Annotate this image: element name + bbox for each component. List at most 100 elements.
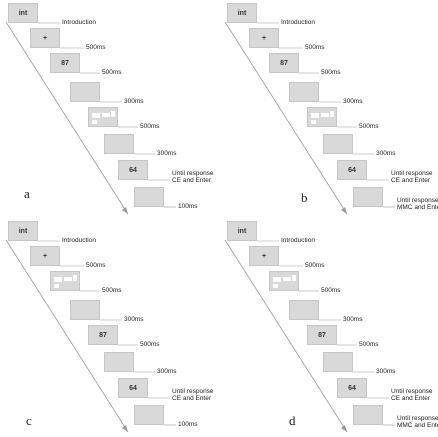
time-arrowhead xyxy=(341,207,347,214)
duration-line: 300ms xyxy=(124,316,144,323)
stimulus-screen xyxy=(323,352,353,372)
duration-label: 500ms xyxy=(86,44,106,51)
stimulus-screen: int xyxy=(227,221,257,241)
stimulus-screen xyxy=(104,352,134,372)
array-square xyxy=(283,277,291,281)
stimulus-text: 87 xyxy=(61,59,69,67)
duration-line: 500ms xyxy=(305,44,325,51)
stimulus-text: 87 xyxy=(99,331,107,339)
time-arrowhead xyxy=(341,425,347,432)
array-square xyxy=(292,275,296,281)
array-square xyxy=(273,284,278,288)
duration-label: 300ms xyxy=(124,316,144,323)
stimulus-screen: + xyxy=(249,28,279,48)
stimulus-text: + xyxy=(261,252,267,260)
duration-label: 300ms xyxy=(157,368,177,375)
duration-line: CE and Enter xyxy=(172,395,212,402)
duration-label: 500ms xyxy=(321,69,341,76)
stimulus-screen xyxy=(289,82,319,102)
stimulus-screen xyxy=(70,300,100,320)
stimulus-text: 87 xyxy=(280,59,288,67)
array-square xyxy=(321,113,329,117)
duration-label: 300ms xyxy=(376,150,396,157)
stimulus-screen xyxy=(104,134,134,154)
duration-line: MMC and Enter xyxy=(397,422,438,429)
duration-line: MMC and Enter xyxy=(397,204,438,211)
array-square xyxy=(102,113,110,117)
stimulus-screen xyxy=(88,107,118,127)
duration-line: 500ms xyxy=(321,69,341,76)
stimulus-text: + xyxy=(42,252,48,260)
duration-line: Until response xyxy=(391,170,433,177)
stimulus-screen: 87 xyxy=(88,325,118,345)
stimulus-screen: + xyxy=(249,246,279,266)
stimulus-screen: int xyxy=(8,3,38,23)
stimulus-text: 64 xyxy=(129,166,137,174)
array-square xyxy=(92,120,97,124)
duration-label: 500ms xyxy=(86,262,106,269)
panel-label: a xyxy=(24,186,30,201)
stimulus-screen xyxy=(134,405,164,425)
duration-line: 500ms xyxy=(140,341,160,348)
array-square xyxy=(73,275,77,281)
duration-line: Until response xyxy=(397,415,438,422)
panel-label: d xyxy=(289,413,296,428)
stimulus-text: 64 xyxy=(129,384,137,392)
stimulus-screen: 64 xyxy=(337,378,367,398)
stimulus-screen xyxy=(269,271,299,291)
array-square xyxy=(273,277,281,282)
duration-label: Introduction xyxy=(62,237,96,244)
duration-label: 500ms xyxy=(305,262,325,269)
stimulus-screen xyxy=(289,300,319,320)
duration-label: 300ms xyxy=(376,368,396,375)
stimulus-screen xyxy=(353,405,383,425)
duration-line: Until response xyxy=(397,197,438,204)
stimulus-screen: int xyxy=(8,221,38,241)
time-arrowhead xyxy=(122,425,128,432)
time-axis-line xyxy=(5,21,129,215)
duration-label: Introduction xyxy=(62,19,96,26)
timeline-arrow xyxy=(5,239,176,433)
array-square xyxy=(64,277,72,281)
stimulus-text: 87 xyxy=(318,331,326,339)
panel-label: b xyxy=(301,190,308,205)
duration-label: 500ms xyxy=(102,69,122,76)
duration-line: 300ms xyxy=(157,150,177,157)
duration-label: 500ms xyxy=(305,44,325,51)
duration-label: Introduction xyxy=(281,237,315,244)
array-square xyxy=(54,277,62,282)
duration-label: 500ms xyxy=(140,341,160,348)
time-axis-line xyxy=(224,21,348,215)
time-axis-line xyxy=(5,239,129,433)
stimulus-text: + xyxy=(42,34,48,42)
duration-line: 500ms xyxy=(321,287,341,294)
stimulus-screen: + xyxy=(30,28,60,48)
stimulus-screen xyxy=(323,134,353,154)
array-square xyxy=(111,111,115,117)
duration-label: 100ms xyxy=(178,203,198,210)
stimulus-screen: 87 xyxy=(50,53,80,73)
stimulus-text: 64 xyxy=(348,166,356,174)
duration-label: 500ms xyxy=(102,287,122,294)
stimulus-text: 64 xyxy=(348,384,356,392)
duration-line: 500ms xyxy=(140,123,160,130)
duration-line: 500ms xyxy=(86,44,106,51)
stimulus-screen xyxy=(134,187,164,207)
duration-line: Introduction xyxy=(62,237,96,244)
duration-label: 500ms xyxy=(359,341,379,348)
duration-line: 500ms xyxy=(359,123,379,130)
stimulus-screen: + xyxy=(30,246,60,266)
stimulus-screen xyxy=(50,271,80,291)
stimulus-screen: 64 xyxy=(118,378,148,398)
stimulus-screen: 87 xyxy=(269,53,299,73)
timeline-arrow xyxy=(224,239,395,433)
duration-label: 100ms xyxy=(178,421,198,428)
stimulus-text: int xyxy=(237,227,247,235)
